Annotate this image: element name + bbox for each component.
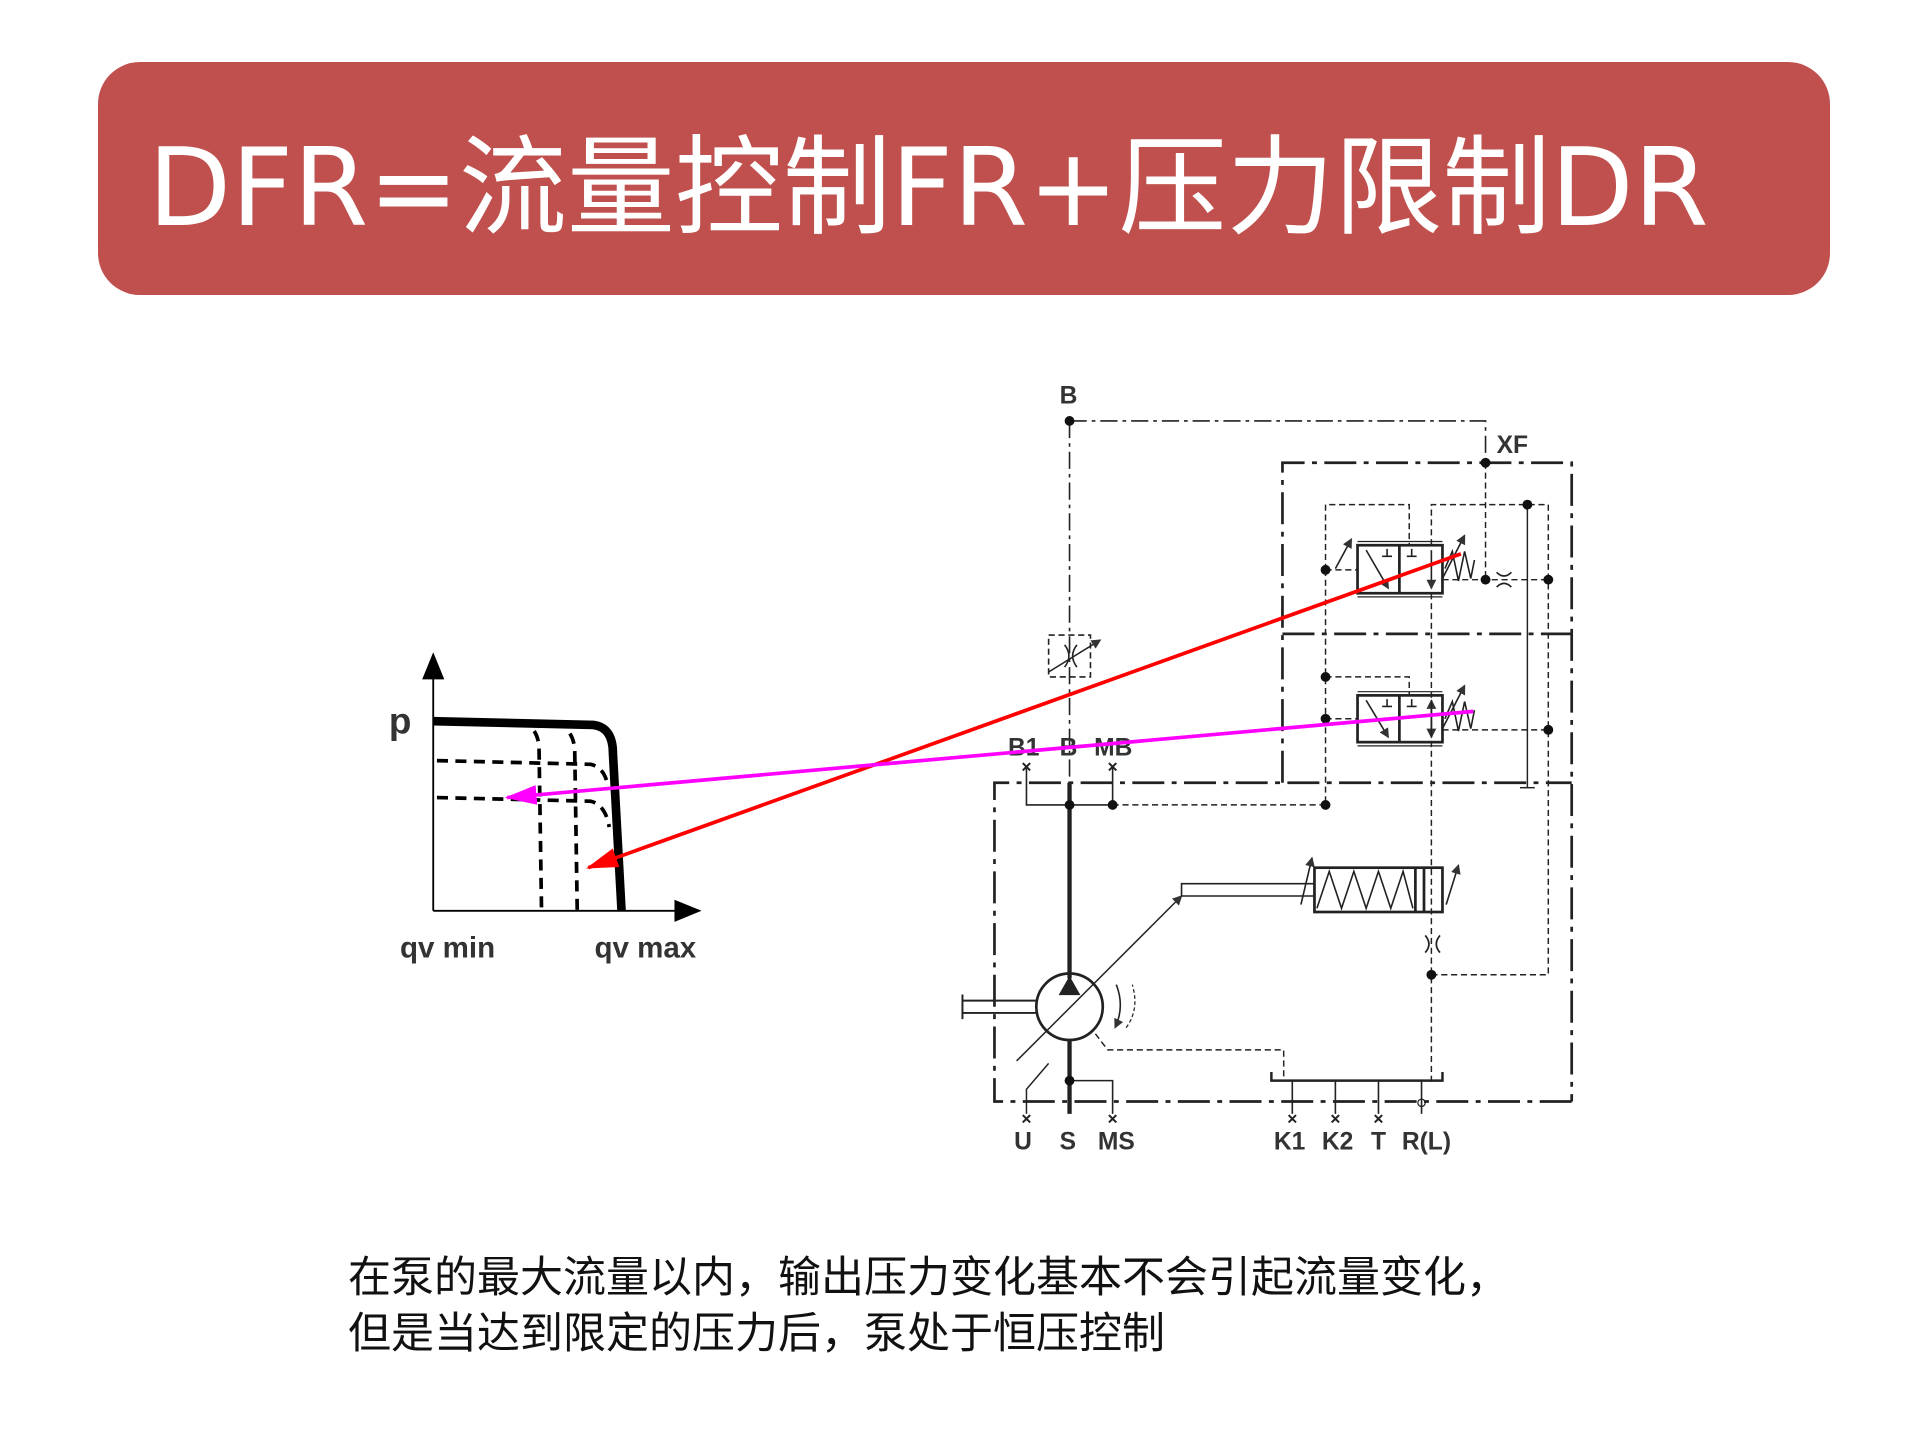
port-mb: MB <box>1094 735 1132 762</box>
slide-title: DFR=流量控制FR+压力限制DR <box>148 125 1709 251</box>
caption: 在泵的最大流量以内，输出压力变化基本不会引起流量变化， 但是当达到限定的压力后，… <box>348 1250 1509 1362</box>
pq-chart: p qv min qv max <box>389 652 702 965</box>
port-u: U <box>1014 1129 1032 1156</box>
drive-shaft <box>961 994 1037 1020</box>
caption-line-1: 在泵的最大流量以内，输出压力变化基本不会引起流量变化， <box>348 1253 1509 1303</box>
dashed-flow-1 <box>532 730 544 911</box>
port-k2: K2 <box>1322 1129 1353 1156</box>
port-xf: XF <box>1497 432 1528 459</box>
pilot-line-xf <box>1069 420 1487 463</box>
dashed-pressure-2 <box>436 795 612 828</box>
dashed-flow-2 <box>568 732 580 911</box>
port-t: T <box>1371 1129 1386 1156</box>
valve2-spring <box>1444 698 1476 732</box>
pump-symbol <box>1034 972 1105 1042</box>
controller-frame <box>1281 461 1574 1102</box>
title-banner: DFR=流量控制FR+压力限制DR <box>98 62 1830 295</box>
port-labels: B XF B1 B MB U S MS K1 K2 T R(L) <box>1008 383 1528 1156</box>
x-label-max: qv max <box>594 932 696 965</box>
orifice-xf <box>1496 571 1512 588</box>
x-axis-arrow <box>674 899 702 922</box>
y-axis-arrow <box>422 652 445 680</box>
control-rod <box>1180 882 1315 897</box>
orifice-lower <box>1424 934 1441 954</box>
adjustable-throttle <box>1047 634 1092 678</box>
pressure-control-arrow <box>585 552 1462 870</box>
stroke-cylinder <box>1313 866 1444 914</box>
port-b1: B1 <box>1008 735 1039 762</box>
dashed-pressure-1 <box>436 758 610 788</box>
port-rl: R(L) <box>1402 1129 1451 1156</box>
hydraulic-schematic <box>961 416 1574 1124</box>
port-ms: MS <box>1098 1129 1135 1156</box>
port-k1: K1 <box>1274 1129 1305 1156</box>
pump-frame <box>993 781 1572 1103</box>
caption-line-2: 但是当达到限定的压力后，泵处于恒压控制 <box>348 1309 1165 1359</box>
max-curve <box>433 716 626 912</box>
valve1-spring <box>1444 548 1476 582</box>
y-axis-label: p <box>389 701 412 742</box>
flow-control-arrow <box>504 709 1474 805</box>
port-s: S <box>1060 1129 1076 1156</box>
x-label-min: qv min <box>400 932 495 965</box>
port-b-top: B <box>1060 383 1078 410</box>
